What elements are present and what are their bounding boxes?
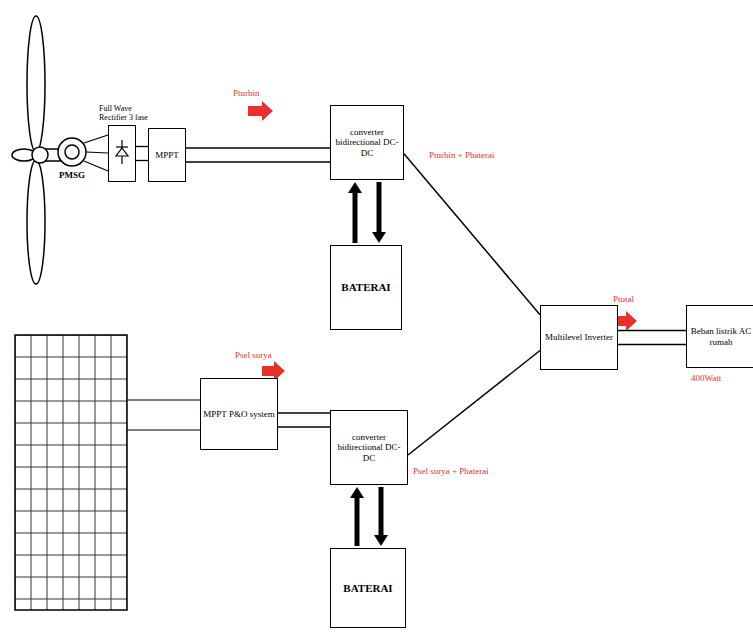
power-label: Psel surya — [234, 350, 273, 360]
node-label: Multilevel Inverter — [543, 332, 615, 342]
connector — [350, 487, 388, 546]
connector — [618, 331, 686, 345]
node-heading: Full Wave Rectifier 3 fase — [99, 105, 151, 123]
connector — [404, 154, 540, 315]
load-box: Beban listrik AC rumah — [686, 305, 753, 368]
connector — [186, 148, 330, 162]
diode-symbol — [116, 140, 128, 164]
node-label: MPPT P&O system — [201, 409, 276, 419]
power-label: 400Watt — [690, 373, 722, 383]
generator-wires — [84, 135, 108, 171]
node-label: BATERAI — [341, 582, 394, 595]
power-label: Pturbin + Pbaterai — [428, 150, 496, 160]
node-label: converter bidirectional DC-DC — [331, 432, 407, 463]
wind-turbine — [12, 16, 86, 284]
inverter-box: Multilevel Inverter — [540, 305, 618, 370]
part-label: PMSG — [58, 170, 86, 180]
battery-box: BATERAI — [330, 245, 402, 330]
connector — [136, 147, 148, 161]
connector — [348, 182, 386, 243]
connector — [278, 413, 330, 427]
power-flow-arrow — [248, 101, 637, 381]
solar-panel — [15, 335, 127, 610]
connector — [408, 351, 540, 456]
mppt-box: MPPT — [148, 128, 186, 182]
mppt-box: MPPT P&O system — [200, 378, 278, 450]
rectifier-box: Full Wave Rectifier 3 fase — [108, 125, 136, 182]
node-label: Beban listrik AC rumah — [687, 326, 753, 347]
node-label: converter bidirectional DC-DC — [331, 127, 403, 158]
power-label: Ptotal — [612, 294, 635, 304]
battery-box: BATERAI — [330, 548, 406, 628]
converter-box: converter bidirectional DC-DC — [330, 105, 404, 180]
panel-wires — [127, 400, 200, 430]
power-label: Psel surya + Pbaterai — [412, 466, 490, 476]
converter-box: converter bidirectional DC-DC — [330, 410, 408, 485]
node-label: MPPT — [153, 150, 181, 160]
power-label: Pturbin — [232, 88, 261, 98]
node-label: BATERAI — [339, 281, 392, 294]
